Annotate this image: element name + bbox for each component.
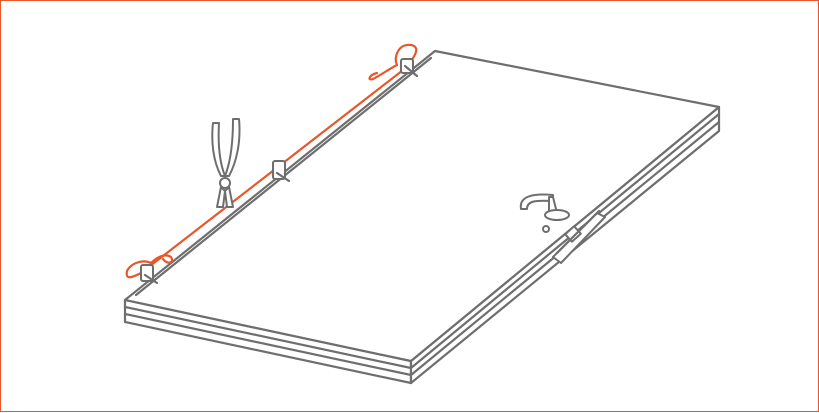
door-top-face — [123, 49, 721, 363]
hinge-bottom — [140, 264, 159, 285]
door-layer-line-2 — [123, 120, 721, 377]
hinge-top — [400, 58, 419, 78]
seal-wire-bottom-loop — [125, 254, 174, 279]
door-lock — [552, 209, 606, 264]
seal-wire-top-loop — [368, 43, 418, 81]
door-handle — [519, 193, 570, 233]
door-layer-line-1 — [123, 112, 721, 370]
pliers-icon — [211, 118, 241, 208]
hinge-middle — [272, 160, 291, 183]
